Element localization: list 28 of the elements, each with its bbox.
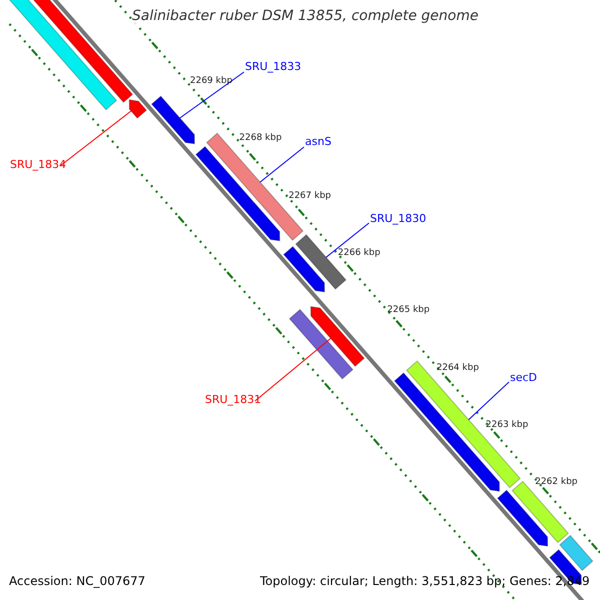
scale-label: 2263 kbp [486, 420, 528, 431]
scale-label: 2266 kbp [338, 248, 380, 259]
gene-label: secD [510, 371, 538, 384]
gene-feature [496, 490, 548, 547]
gene-block [288, 308, 354, 380]
leader-line [254, 338, 332, 402]
gene-label: SRU_1833 [245, 60, 302, 74]
leader-line [60, 110, 132, 166]
gene-block [559, 534, 594, 572]
scale-label: 2265 kbp [387, 305, 430, 316]
title: Salinibacter ruber DSM 13855, complete genome [132, 8, 478, 25]
scale-label: 2269 kbp [190, 76, 232, 87]
scale-label: 2264 kbp [436, 362, 479, 374]
gene-feature [283, 246, 325, 292]
gene-feature [310, 306, 365, 367]
gene-feature [128, 99, 148, 119]
accession-text: Accession: NC_007677 [9, 574, 146, 588]
gene-feature [151, 96, 195, 144]
leader-line [260, 146, 304, 183]
scale-label: 2267 kbp [288, 190, 331, 202]
gene-label: asnS [305, 135, 332, 148]
scale-label: 2268 kbp [239, 133, 282, 144]
gene-label: SRU_1831 [205, 393, 262, 406]
gene-label: SRU_1830 [370, 212, 426, 226]
leader-line [179, 72, 244, 118]
gene-feature [195, 146, 280, 242]
gene-label: SRU_1834 [10, 158, 66, 172]
scale-label: 2262 kbp [535, 477, 578, 488]
